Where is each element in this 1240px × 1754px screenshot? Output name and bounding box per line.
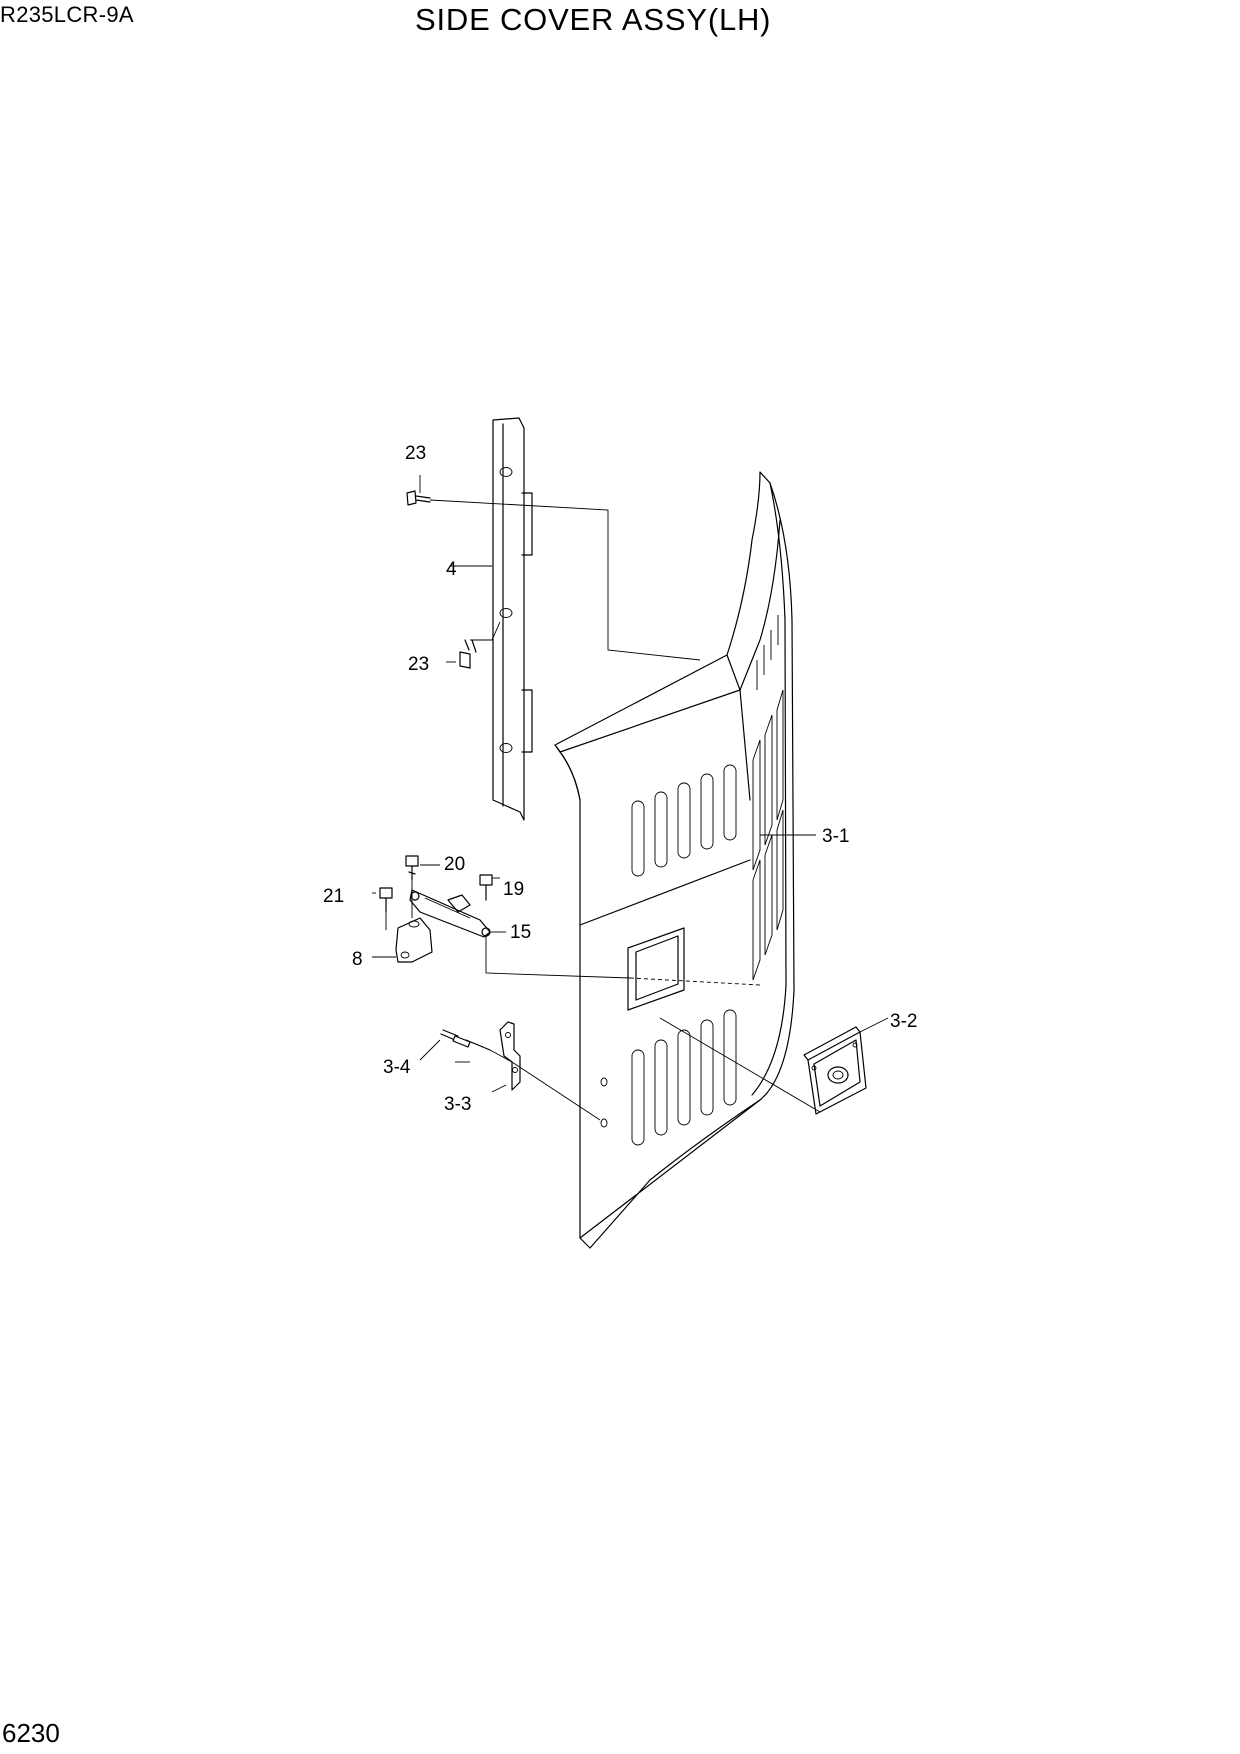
bolt-19 [479, 874, 493, 901]
part-3-1-side-cover-panel [554, 471, 795, 1249]
callout-23-lower: 23 [408, 654, 429, 675]
model-code: R235LCR-9A [0, 2, 134, 27]
part-4-mounting-strip [492, 417, 533, 821]
callout-20: 20 [444, 854, 465, 875]
callout-4: 4 [446, 559, 457, 580]
handle-recess [627, 927, 685, 1011]
part-3-2-lock-assembly [803, 1026, 867, 1115]
side-louvers [752, 615, 784, 981]
page-title: SIDE COVER ASSY(LH) [415, 2, 772, 37]
leader-lines [372, 475, 889, 1121]
callout-3-4: 3-4 [383, 1057, 411, 1078]
callout-23-upper: 23 [405, 443, 426, 464]
bolt-21 [379, 887, 393, 913]
bolt-20 [405, 855, 419, 881]
part-3-3-bracket [499, 1021, 521, 1091]
part-8-hinge-bracket [395, 917, 433, 963]
page-number: 6230 [2, 1718, 60, 1748]
callout-19: 19 [503, 879, 524, 900]
callout-3-2: 3-2 [890, 1011, 917, 1032]
lower-vent-slots [631, 1009, 737, 1146]
bolt-23-lower [459, 639, 477, 669]
bolt-23-upper [406, 490, 431, 506]
part-3-4-bolt [440, 1029, 491, 1051]
callout-3-3: 3-3 [444, 1094, 471, 1115]
callout-8: 8 [352, 949, 363, 970]
callout-15: 15 [510, 922, 531, 943]
callout-3-1: 3-1 [822, 826, 849, 847]
callout-21: 21 [323, 886, 344, 907]
upper-vent-slots [631, 764, 737, 877]
mount-hole [600, 1118, 608, 1128]
mount-hole [600, 1077, 608, 1087]
